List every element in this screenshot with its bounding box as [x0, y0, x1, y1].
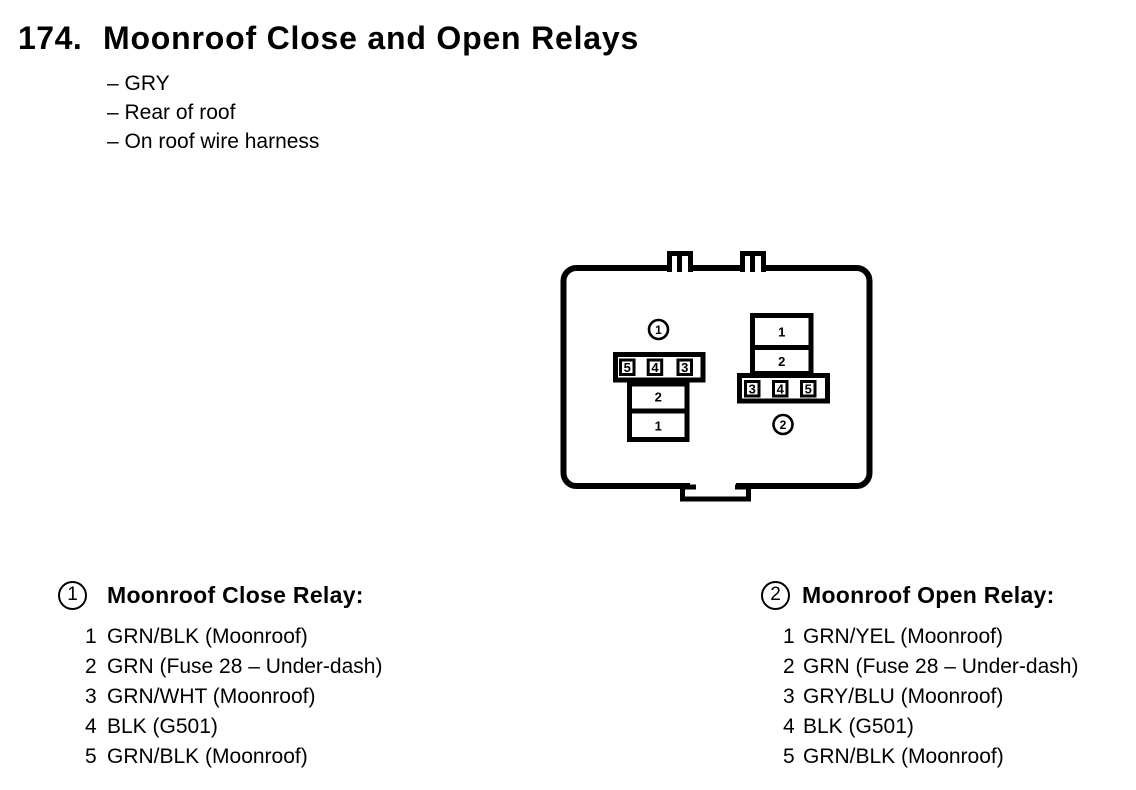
legend-2-pin-list: 1 GRN/YEL (Moonroof) 2 GRN (Fuse 28 – Un… — [783, 622, 1078, 772]
pin-row: 4 BLK (G501) — [783, 712, 1078, 742]
pin-number: 3 — [85, 685, 97, 708]
pin-description: BLK (G501) — [107, 715, 218, 738]
open-relay-connector: 1 2 3 4 5 2 — [737, 313, 830, 436]
pin-row: 2 GRN (Fuse 28 – Under-dash) — [783, 652, 1078, 682]
legend-1-ref-badge: 1 — [58, 581, 87, 610]
pin-cell-label: 3 — [681, 360, 688, 375]
pin-number: 4 — [783, 715, 795, 738]
pin-description: GRN/BLK (Moonroof) — [107, 625, 308, 648]
relay-1-badge-number: 1 — [655, 323, 662, 337]
pin-cell-label: 4 — [777, 382, 785, 397]
page-title: Moonroof Close and Open Relays — [103, 20, 640, 56]
legend-2-ref-badge: 2 — [761, 581, 790, 610]
pin-cell — [800, 380, 817, 398]
relay-2-badge-number: 2 — [780, 418, 787, 432]
legend-1-title: Moonroof Close Relay: — [107, 582, 364, 608]
pin-cell-label: 1 — [778, 325, 785, 340]
note-line: – On roof wire harness — [107, 130, 320, 153]
location-notes: – GRY – Rear of roof – On roof wire harn… — [107, 69, 319, 156]
pin-cell-label: 5 — [805, 382, 812, 397]
pin-cell-label: 5 — [624, 360, 631, 375]
section-number: 174. — [18, 20, 83, 56]
pin-row: 3 GRN/WHT (Moonroof) — [85, 682, 382, 712]
pin-number: 1 — [85, 625, 97, 648]
pin-description: GRN/YEL (Moonroof) — [803, 625, 1003, 648]
pin-description: GRN (Fuse 28 – Under-dash) — [803, 655, 1079, 678]
pin-row: 5 GRN/BLK (Moonroof) — [85, 742, 382, 772]
pin-cell — [676, 358, 693, 376]
pin-cell — [744, 380, 761, 398]
pin-cell-label: 1 — [655, 419, 662, 434]
pin-row: 1 GRN/BLK (Moonroof) — [85, 622, 382, 652]
pin-number: 2 — [783, 655, 795, 678]
pin-description: GRN/WHT (Moonroof) — [107, 685, 316, 708]
close-relay-connector: 1 5 4 3 2 1 — [613, 318, 706, 442]
mounting-tab-bottom-icon — [680, 482, 751, 502]
relay-1-badge — [647, 318, 670, 341]
pin-description: GRN (Fuse 28 – Under-dash) — [107, 655, 383, 678]
pin-cell-label: 3 — [749, 382, 756, 397]
pin-number: 5 — [783, 745, 795, 768]
connector-diagram: 1 5 4 3 2 1 1 2 3 4 5 — [560, 251, 873, 502]
mounting-tab-top-right-icon — [740, 251, 766, 274]
pin-cell-label: 2 — [778, 354, 785, 369]
pin-cell-label: 2 — [655, 390, 662, 405]
pin-description: BLK (G501) — [803, 715, 914, 738]
note-line: – Rear of roof — [107, 101, 236, 124]
pin-cell-label: 4 — [651, 360, 659, 375]
pin-description: GRN/BLK (Moonroof) — [107, 745, 308, 768]
pin-description: GRY/BLU (Moonroof) — [803, 685, 1004, 708]
pin-row: 1 GRN/YEL (Moonroof) — [783, 622, 1078, 652]
pin-row: 2 GRN (Fuse 28 – Under-dash) — [85, 652, 382, 682]
pin-cell — [772, 380, 789, 398]
open-relay-pin-column — [750, 313, 814, 376]
legend-1-pin-list: 1 GRN/BLK (Moonroof) 2 GRN (Fuse 28 – Un… — [85, 622, 382, 772]
pin-description: GRN/BLK (Moonroof) — [803, 745, 1004, 768]
pin-number: 2 — [85, 655, 97, 678]
legend-2-title: Moonroof Open Relay: — [802, 582, 1055, 608]
pin-number: 1 — [783, 625, 795, 648]
mounting-tab-top-left-icon — [667, 251, 693, 274]
pin-number: 4 — [85, 715, 97, 738]
relay-2-badge — [772, 413, 794, 436]
pin-number: 3 — [783, 685, 795, 708]
pin-row: 4 BLK (G501) — [85, 712, 382, 742]
pin-row: 5 GRN/BLK (Moonroof) — [783, 742, 1078, 772]
pin-number: 5 — [85, 745, 97, 768]
pin-cell — [619, 358, 636, 376]
pin-cell — [646, 358, 664, 376]
pin-row: 3 GRY/BLU (Moonroof) — [783, 682, 1078, 712]
note-line: – GRY — [107, 72, 170, 95]
